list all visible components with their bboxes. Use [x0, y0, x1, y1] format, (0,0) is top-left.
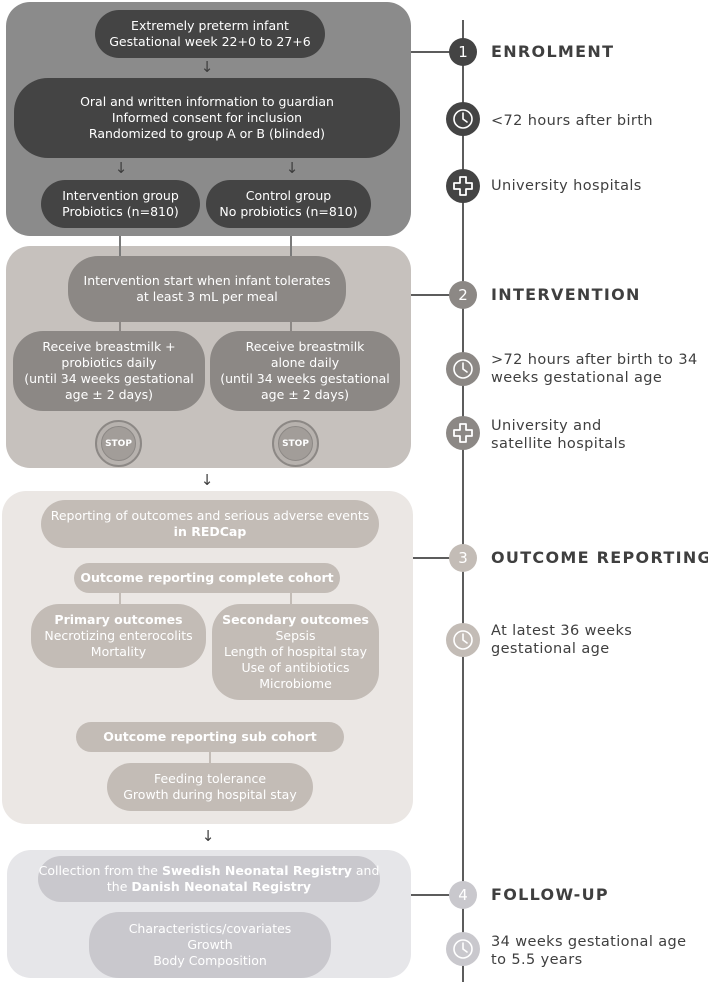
collection-line-1: Collection from the Swedish Neonatal Reg…	[38, 863, 380, 878]
timeline-connector	[413, 557, 451, 559]
connector-line	[209, 752, 211, 764]
connector-line	[290, 593, 292, 605]
stage1-time-info: <72 hours after birth	[491, 113, 653, 129]
intervention-start-box: Intervention start when infant tolerates…	[68, 256, 346, 322]
registry-collection-box: Collection from the Swedish Neonatal Reg…	[38, 856, 380, 902]
followup-item: Characteristics/covariates	[128, 921, 292, 936]
secondary-item: Sepsis	[275, 628, 316, 643]
clock-icon	[446, 932, 480, 966]
probiotics-line-4: age ± 2 days)	[64, 387, 153, 402]
reporting-line-2: in REDCap	[173, 524, 247, 539]
connector-line	[119, 236, 121, 258]
infant-line-2: Gestational week 22+0 to 27+6	[109, 34, 311, 49]
followup-item: Growth	[187, 937, 233, 952]
stage2-place-info: University and satellite hospitals	[491, 418, 626, 452]
control-group-line-2: No probiotics (n=810)	[219, 204, 358, 219]
hospital-cross-icon	[446, 416, 480, 450]
followup-items-box: Characteristics/covariates Growth Body C…	[89, 912, 331, 978]
stage-number-1: 1	[449, 38, 477, 66]
down-arrow-icon: ↓	[285, 159, 299, 177]
infant-line-1: Extremely preterm infant	[131, 18, 289, 33]
probiotics-box: Receive breastmilk + probiotics daily (u…	[13, 331, 205, 411]
breastmilk-line-3: (until 34 weeks gestational	[220, 371, 390, 386]
timeline-connector	[411, 294, 451, 296]
breastmilk-line-2: alone daily	[270, 355, 340, 370]
timeline-connector	[411, 894, 451, 896]
probiotics-line-2: probiotics daily	[61, 355, 157, 370]
complete-cohort-box: Outcome reporting complete cohort	[74, 563, 340, 593]
probiotics-line-1: Receive breastmilk +	[42, 339, 176, 354]
stage4-time-info: 34 weeks gestational age to 5.5 years	[491, 934, 687, 968]
primary-title: Primary outcomes	[54, 612, 183, 627]
clock-icon	[446, 352, 480, 386]
redcap-reporting-box: Reporting of outcomes and serious advers…	[41, 500, 379, 548]
control-group-line-1: Control group	[245, 188, 332, 203]
followup-item: Body Composition	[153, 953, 267, 968]
stop-sign-icon: STOP	[95, 420, 142, 467]
sub-cohort-box: Outcome reporting sub cohort	[76, 722, 344, 752]
complete-cohort-label: Outcome reporting complete cohort	[80, 570, 334, 585]
connector-line	[119, 593, 121, 605]
stop-sign-icon: STOP	[272, 420, 319, 467]
intervention-group-line-1: Intervention group	[62, 188, 179, 203]
intervention-group-box: Intervention group Probiotics (n=810)	[41, 180, 200, 228]
stage3-time-info: At latest 36 weeks gestational age	[491, 623, 633, 657]
breastmilk-line-4: age ± 2 days)	[260, 387, 349, 402]
consent-box: Oral and written information to guardian…	[14, 78, 400, 158]
connector-line	[119, 322, 121, 332]
timeline-axis	[462, 20, 464, 982]
stop-label: STOP	[105, 438, 132, 449]
sub-cohort-items-box: Feeding tolerance Growth during hospital…	[107, 763, 313, 811]
stage-number-4: 4	[449, 881, 477, 909]
stage-number-3: 3	[449, 544, 477, 572]
down-arrow-icon: ↓	[200, 471, 214, 489]
sub-item: Feeding tolerance	[153, 771, 267, 786]
down-arrow-icon: ↓	[114, 159, 128, 177]
down-arrow-icon: ↓	[201, 827, 215, 845]
secondary-outcomes-box: Secondary outcomes Sepsis Length of hosp…	[212, 604, 379, 700]
infant-box: Extremely preterm infant Gestational wee…	[95, 10, 325, 58]
consent-line-3: Randomized to group A or B (blinded)	[88, 126, 326, 141]
clock-icon	[446, 102, 480, 136]
reporting-line-1: Reporting of outcomes and serious advers…	[50, 508, 370, 523]
stage-number-2: 2	[449, 281, 477, 309]
consent-line-2: Informed consent for inclusion	[111, 110, 303, 125]
secondary-item: Length of hospital stay	[223, 644, 368, 659]
primary-outcomes-box: Primary outcomes Necrotizing enterocolit…	[31, 604, 206, 668]
probiotics-line-3: (until 34 weeks gestational	[24, 371, 194, 386]
collection-line-2: the Danish Neonatal Registry	[106, 879, 312, 894]
connector-line	[290, 236, 292, 258]
breastmilk-box: Receive breastmilk alone daily (until 34…	[210, 331, 400, 411]
stage-title-follow-up: FOLLOW-UP	[491, 885, 609, 904]
hospital-cross-icon	[446, 169, 480, 203]
stage-title-intervention: INTERVENTION	[491, 285, 641, 304]
timeline-connector	[411, 51, 451, 53]
stop-label: STOP	[282, 438, 309, 449]
stage-title-enrolment: ENROLMENT	[491, 42, 615, 61]
secondary-item: Microbiome	[259, 676, 332, 691]
primary-item: Mortality	[90, 644, 147, 659]
connector-line	[290, 322, 292, 332]
secondary-item: Use of antibiotics	[241, 660, 350, 675]
secondary-title: Secondary outcomes	[222, 612, 369, 627]
intervention-group-line-2: Probiotics (n=810)	[62, 204, 179, 219]
breastmilk-line-1: Receive breastmilk	[245, 339, 365, 354]
control-group-box: Control group No probiotics (n=810)	[206, 180, 371, 228]
stage1-place-info: University hospitals	[491, 178, 642, 194]
start-line-1: Intervention start when infant tolerates	[83, 273, 331, 288]
start-line-2: at least 3 mL per meal	[136, 289, 278, 304]
clock-icon	[446, 623, 480, 657]
primary-item: Necrotizing enterocolits	[44, 628, 193, 643]
sub-item: Growth during hospital stay	[123, 787, 297, 802]
down-arrow-icon: ↓	[200, 58, 214, 76]
consent-line-1: Oral and written information to guardian	[80, 94, 334, 109]
sub-cohort-label: Outcome reporting sub cohort	[103, 729, 317, 744]
stage-title-outcome-reporting: OUTCOME REPORTING	[491, 548, 708, 567]
stage2-time-info: >72 hours after birth to 34 weeks gestat…	[491, 352, 698, 386]
